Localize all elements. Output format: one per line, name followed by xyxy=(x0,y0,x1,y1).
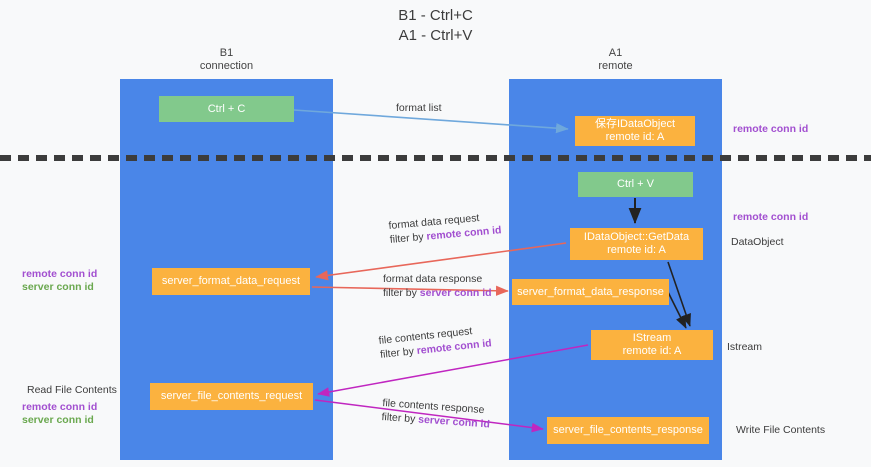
annotation-left-remote-conn-id-2: remote conn id xyxy=(22,401,98,413)
node-idataobject-label: 保存IDataObject xyxy=(594,118,676,130)
edge-label-format-data-request-prefix: filter by xyxy=(389,230,427,246)
node-server-format-data-request[interactable]: server_format_data_request xyxy=(152,268,310,295)
edge-label-format-data-response-line1: format data response xyxy=(383,273,483,285)
page-title: B1 - Ctrl+C A1 - Ctrl+V xyxy=(0,6,871,46)
edge-label-format-list-line1: format list xyxy=(396,102,442,114)
annotation-right-remote-conn-id-top: remote conn id xyxy=(733,123,809,135)
node-server-file-contents-response-label: server_file_contents_response xyxy=(553,424,703,436)
annotation-left-server-conn-id-2: server conn id xyxy=(22,414,94,426)
annotation-right-remote-conn-id-mid: remote conn id xyxy=(733,211,809,223)
edge-label-file-contents-response: file contents response filter by server … xyxy=(381,396,491,432)
annotation-write-file-contents: Write File Contents xyxy=(736,424,826,436)
node-idataobject[interactable]: 保存IDataObject remote id: A xyxy=(575,116,695,146)
edge-label-format-data-request: format data request filter by remote con… xyxy=(388,209,502,247)
node-istream[interactable]: IStream remote id: A xyxy=(591,330,713,360)
edge-label-file-contents-response-prefix: filter by xyxy=(381,410,419,426)
lane-b1-sub: connection xyxy=(199,60,254,72)
node-server-file-contents-request-label: server_file_contents_request xyxy=(160,390,303,402)
annotation-left-server-conn-id-1: server conn id xyxy=(22,281,94,293)
edge-label-format-list: format list xyxy=(396,101,442,115)
edge-label-file-contents-request: file contents request filter by remote c… xyxy=(378,322,492,362)
node-server-format-data-response-label: server_format_data_response xyxy=(517,285,664,298)
lane-header-b1: B1 connection xyxy=(120,47,333,73)
node-ctrl-c-label: Ctrl + C xyxy=(207,102,246,115)
edge-label-format-data-response: format data response filter by server co… xyxy=(383,272,492,300)
node-getdata-label: IDataObject::GetData xyxy=(583,231,690,243)
annotation-left-remote-conn-id-1: remote conn id xyxy=(22,268,98,280)
node-server-file-contents-response[interactable]: server_file_contents_response xyxy=(547,417,709,444)
node-ctrl-c[interactable]: Ctrl + C xyxy=(159,96,294,122)
node-ctrl-v[interactable]: Ctrl + V xyxy=(578,172,693,197)
node-istream-sub: remote id: A xyxy=(622,345,682,357)
annotation-istream: Istream xyxy=(727,341,763,353)
lane-a1-name: A1 xyxy=(608,47,623,59)
node-istream-label: IStream xyxy=(632,332,672,344)
node-server-file-contents-request[interactable]: server_file_contents_request xyxy=(150,383,313,410)
title-line-1: B1 - Ctrl+C xyxy=(398,7,473,24)
title-line-2: A1 - Ctrl+V xyxy=(398,27,473,44)
phase-separator xyxy=(0,155,871,161)
node-idataobject-sub: remote id: A xyxy=(605,131,665,143)
node-ctrl-v-label: Ctrl + V xyxy=(617,178,654,190)
node-server-format-data-request-label: server_format_data_request xyxy=(161,275,301,287)
lane-header-a1: A1 remote xyxy=(509,47,722,73)
edge-label-file-contents-request-prefix: filter by xyxy=(379,345,418,361)
node-getdata-sub: remote id: A xyxy=(607,244,666,256)
annotation-read-file-contents: Read File Contents xyxy=(27,384,117,396)
edge-label-file-contents-response-key: server conn id xyxy=(417,413,491,431)
node-server-format-data-response[interactable]: server_format_data_response xyxy=(512,279,669,305)
annotation-dataobject: DataObject xyxy=(731,236,784,248)
lane-b1-name: B1 xyxy=(219,47,234,59)
edge-label-format-data-response-prefix: filter by xyxy=(383,287,420,299)
lane-a1-sub: remote xyxy=(598,60,633,72)
node-idataobject-getdata[interactable]: IDataObject::GetData remote id: A xyxy=(570,228,703,260)
edge-label-format-data-response-key: server conn id xyxy=(419,287,492,299)
